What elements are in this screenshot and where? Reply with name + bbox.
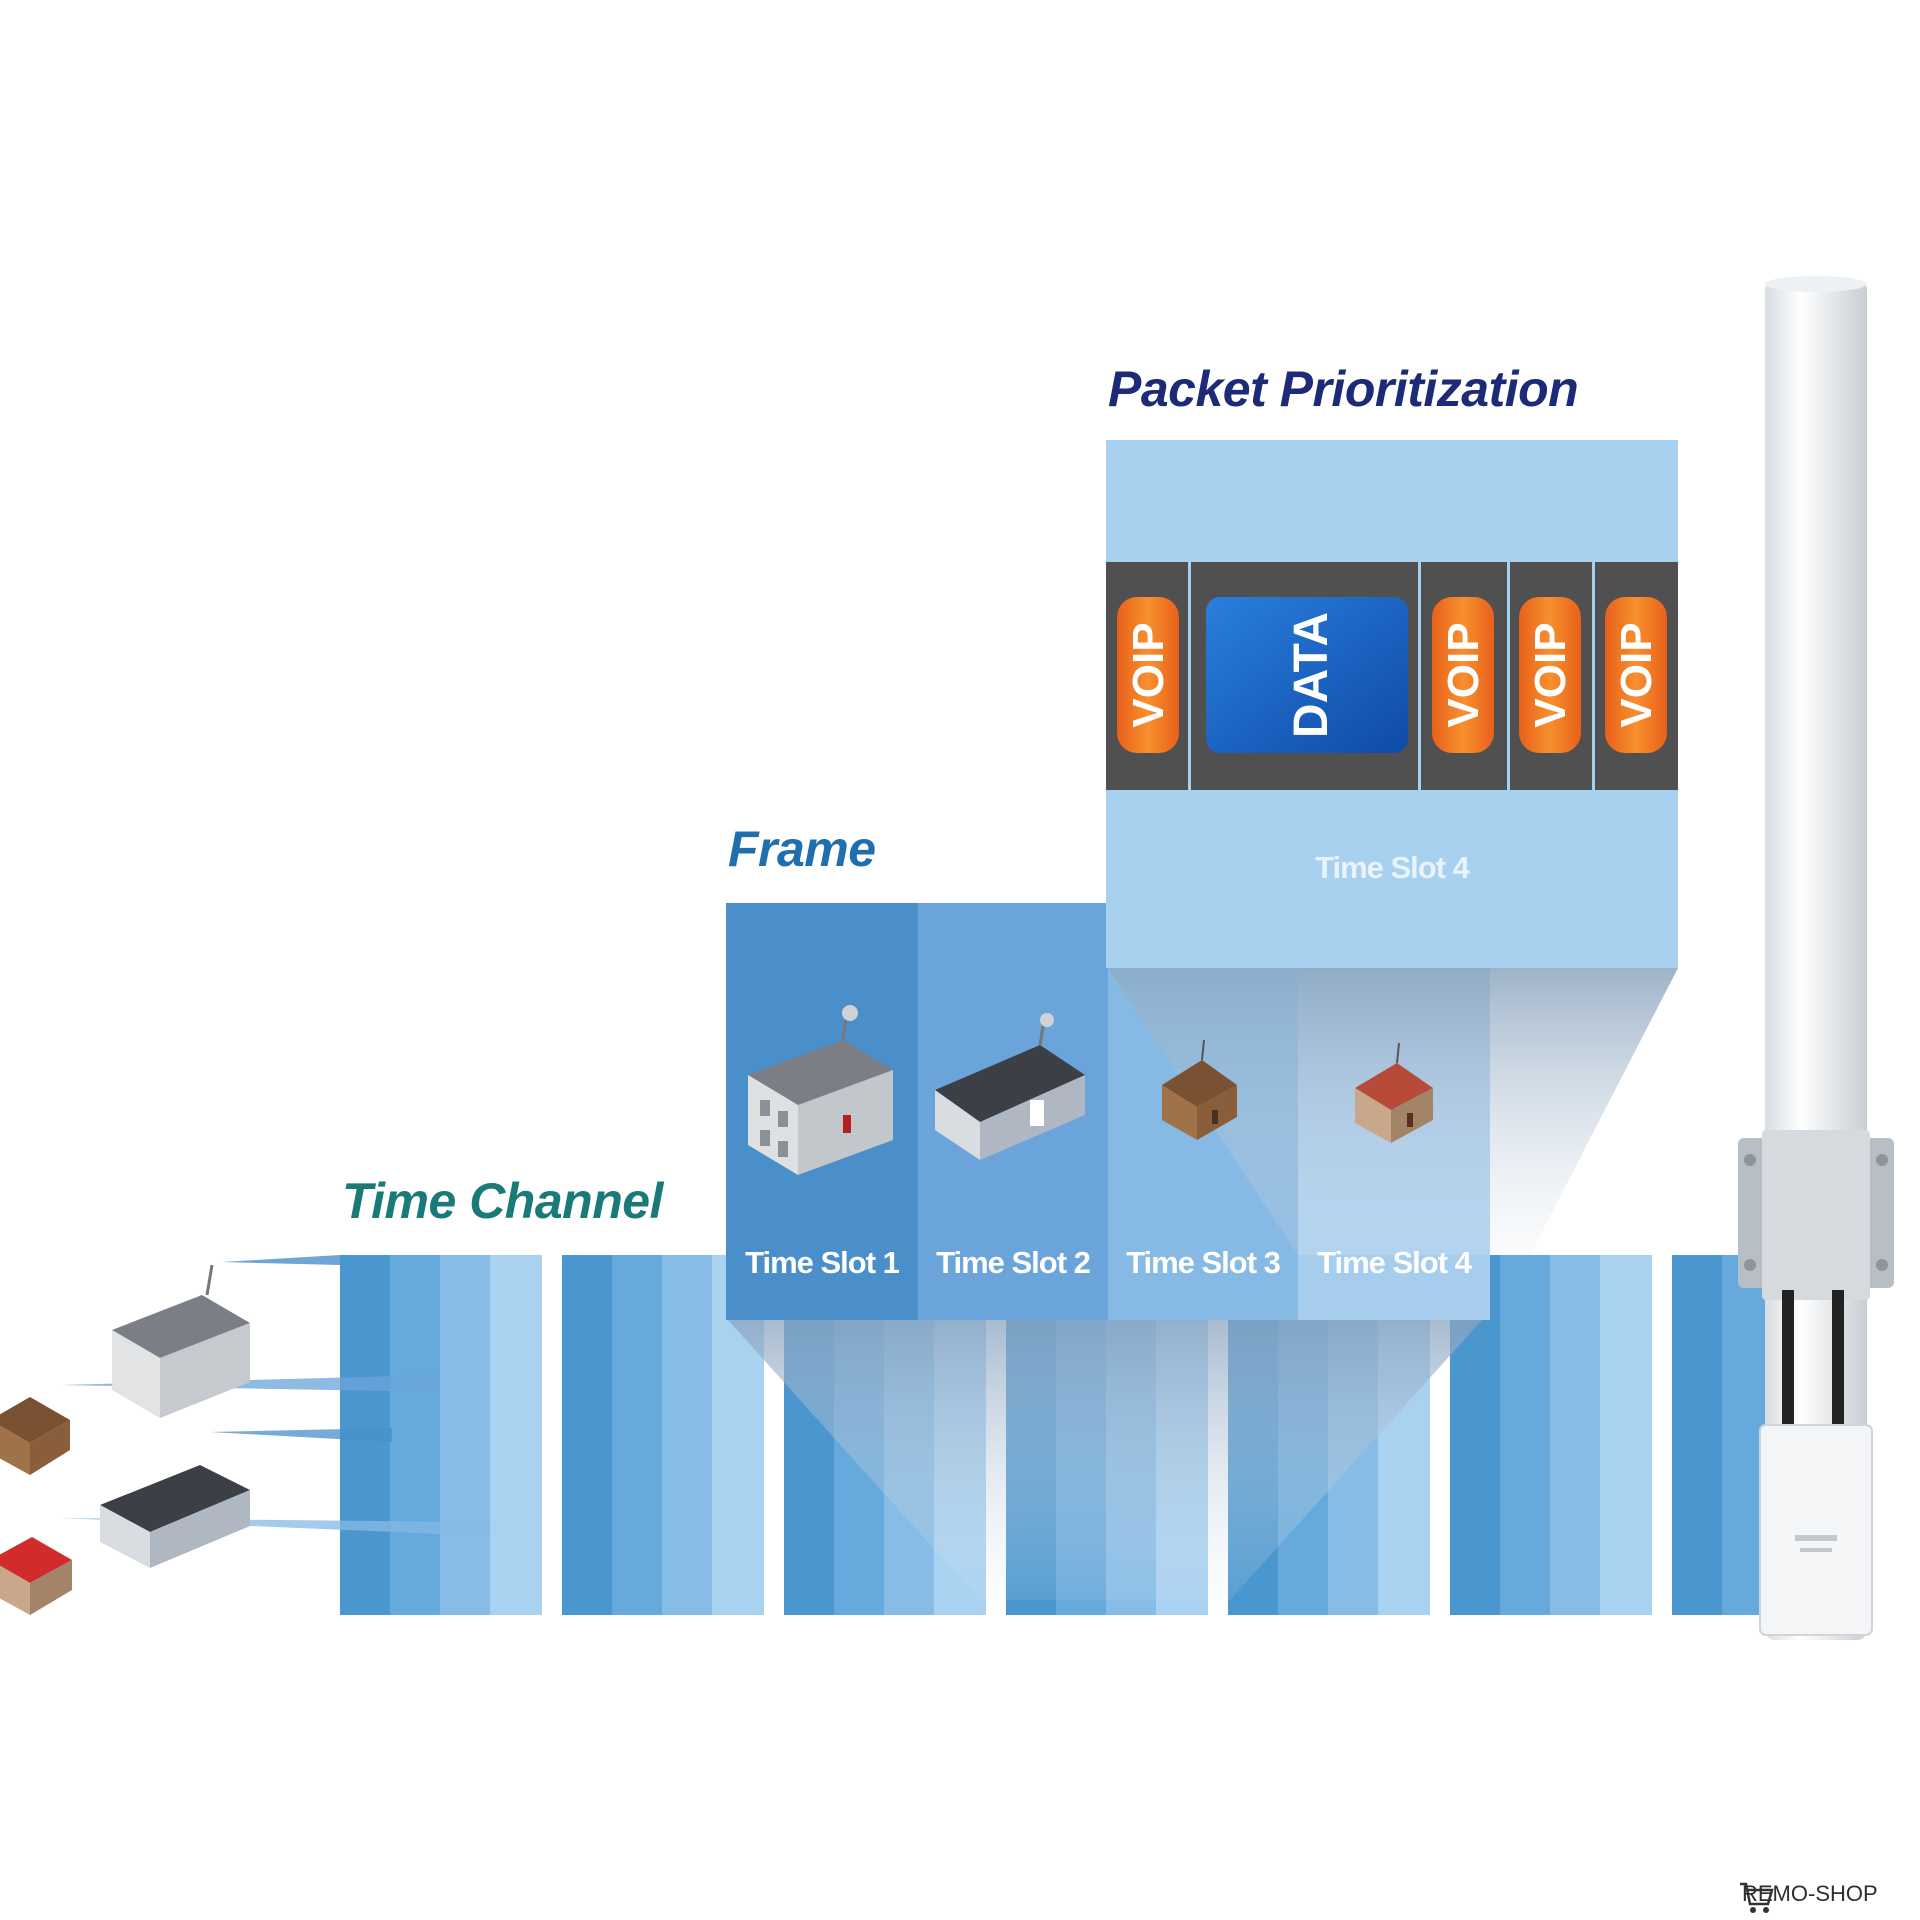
packet-data: DATA <box>1206 597 1408 753</box>
packet-voip-2-label: VOIP <box>1439 622 1488 727</box>
cart-icon <box>1740 1882 1774 1913</box>
packet-prioritization-title: Packet Prioritization <box>1108 361 1579 417</box>
house-brown-icon <box>1162 1039 1237 1140</box>
zoom-slot-label: Time Slot 4 <box>1315 850 1470 885</box>
frame-title: Frame <box>728 821 876 877</box>
frame-slot-4-label: Time Slot 4 <box>1317 1245 1472 1280</box>
packet-voip-1-label: VOIP <box>1124 622 1173 727</box>
time-channel-title: Time Channel <box>342 1173 663 1229</box>
channel-band <box>340 1255 542 1615</box>
channel-band <box>562 1255 764 1615</box>
packet-data-label: DATA <box>1285 612 1338 738</box>
packet-voip-3: VOIP <box>1519 597 1581 753</box>
house-red-icon <box>1355 1042 1433 1143</box>
frame-slot-2-label: Time Slot 2 <box>936 1245 1091 1280</box>
house-gray-icon <box>748 1004 893 1175</box>
client-house-red-icon <box>0 1537 72 1615</box>
client-house-brown-icon <box>0 1397 70 1475</box>
packet-voip-2: VOIP <box>1432 597 1494 753</box>
client-house-flat-icon <box>100 1465 250 1568</box>
client-house-gray-icon <box>112 1264 250 1418</box>
frame-slot-1-label: Time Slot 1 <box>745 1245 900 1280</box>
watermark: REMO-SHOP <box>1742 1881 1878 1906</box>
house-flat-icon <box>935 1013 1085 1160</box>
packet-voip-1: VOIP <box>1117 597 1179 753</box>
frame-slot-3-label: Time Slot 3 <box>1126 1245 1281 1280</box>
packet-voip-3-label: VOIP <box>1526 622 1575 727</box>
frame-funnel <box>728 1320 1482 1600</box>
packet-voip-4: VOIP <box>1605 597 1667 753</box>
omni-antenna-icon <box>1738 276 1894 1640</box>
packet-voip-4-label: VOIP <box>1612 622 1661 727</box>
